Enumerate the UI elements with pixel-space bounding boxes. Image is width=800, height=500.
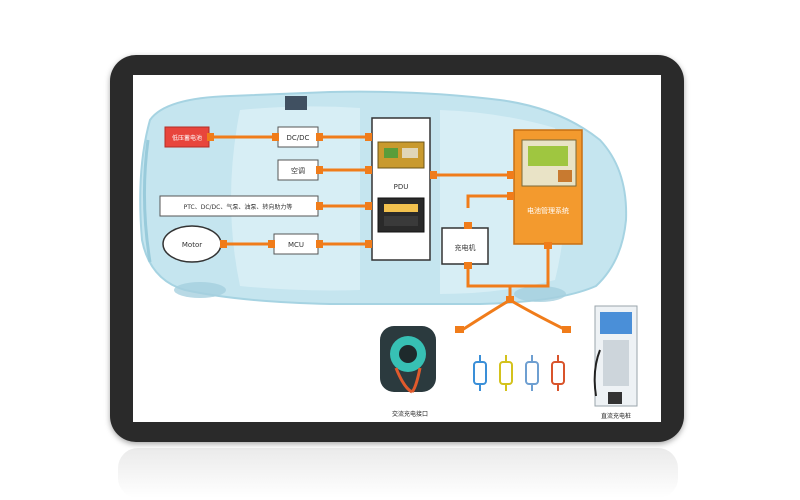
ptc-loads-label: PTC、DC/DC、气泵、油泵、转向助力等 [184, 203, 293, 211]
ac-node: 空调 [277, 159, 319, 181]
motor-node: Motor [162, 225, 222, 263]
ev-architecture-diagram: 低压蓄电池 DC/DC 空调 PTC、DC/DC、气泵、油泵、转向助力等 Mot… [139, 90, 638, 420]
display-reflection [118, 448, 678, 498]
ptc-loads-node: PTC、DC/DC、气泵、油泵、转向助力等 [159, 195, 319, 217]
connector-pins [207, 133, 571, 333]
pdu-label: PDU [394, 183, 409, 191]
dcdc-label: DC/DC [287, 134, 310, 142]
low-voltage-battery-label: 低压蓄电池 [172, 134, 202, 142]
pdu-node: PDU [371, 117, 431, 261]
ac-label: 空调 [291, 166, 305, 175]
mcu-node: MCU [273, 233, 319, 255]
charger-label: 充电机 [455, 243, 476, 252]
battery-pack-node: 电池管理系统 [513, 129, 583, 245]
low-voltage-battery-node: 低压蓄电池 [164, 126, 210, 148]
dc-pile-caption: 直流充电桩 [601, 412, 631, 420]
ac-charging-port: 交流充电接口 [380, 326, 436, 418]
charging-connector-icon [499, 355, 513, 391]
ac-port-caption: 交流充电接口 [392, 410, 428, 418]
diagram-screen: 低压蓄电池 DC/DC 空调 PTC、DC/DC、气泵、油泵、转向助力等 Mot… [133, 75, 661, 422]
battery-pack-label: 电池管理系统 [527, 206, 569, 215]
dc-charging-pile: 直流充电桩 [593, 305, 638, 420]
thumbnail-icon [285, 96, 307, 110]
motor-label: Motor [182, 241, 202, 249]
charger-node: 充电机 [441, 227, 489, 265]
charging-connector-icon [551, 355, 565, 391]
charging-connector-icon [525, 355, 539, 391]
connector-icons [473, 355, 565, 391]
charging-connector-icon [473, 355, 487, 391]
dcdc-node: DC/DC [277, 126, 319, 148]
mcu-label: MCU [288, 241, 304, 249]
